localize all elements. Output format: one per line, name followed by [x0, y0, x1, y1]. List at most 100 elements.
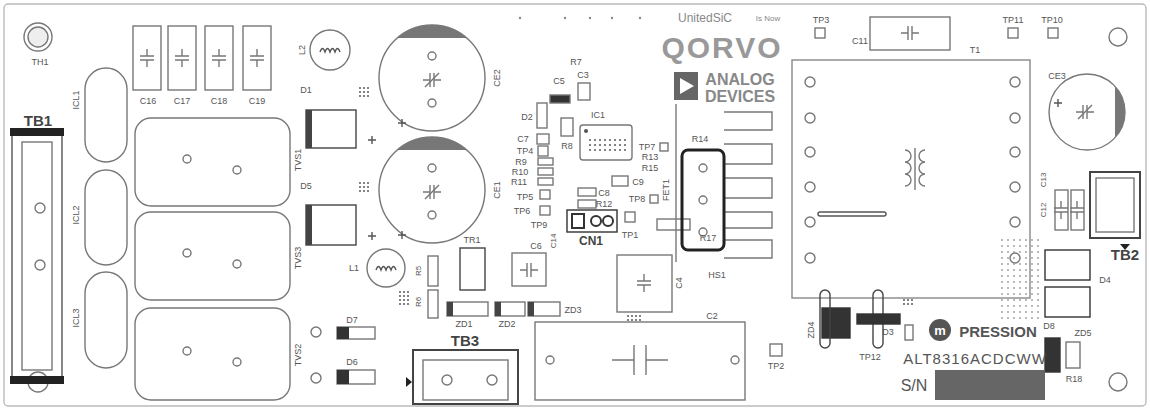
resistor-outline — [428, 290, 438, 318]
diode-band — [447, 302, 453, 316]
part-label: C11 — [852, 37, 868, 46]
capacitor-symbol — [423, 185, 441, 199]
via-dot — [399, 299, 401, 301]
testpoint-outline — [650, 195, 658, 203]
via-dot — [1001, 275, 1003, 277]
logo-text: m — [934, 324, 946, 337]
via-dot — [611, 17, 613, 19]
via-dot — [1037, 245, 1039, 247]
via-dot — [599, 149, 601, 151]
pad-hole — [1010, 182, 1020, 192]
via-dot — [1007, 293, 1009, 295]
logo-text: UnitedSiC — [678, 12, 732, 24]
via-dot — [367, 182, 369, 184]
part-label: L2 — [298, 45, 307, 55]
capacitor-symbol — [140, 49, 154, 67]
via-dot — [1025, 275, 1027, 277]
inrush-limiter — [85, 170, 127, 265]
part-label: FET1 — [662, 179, 671, 201]
resistor-outline — [428, 256, 438, 286]
pad-hole — [546, 356, 554, 364]
part-label: CE3 — [1048, 72, 1066, 81]
pad-hole — [233, 166, 241, 174]
via-dot — [1019, 287, 1021, 289]
part-label: C18 — [211, 97, 228, 106]
pad-hole — [699, 196, 707, 204]
via-dot — [639, 17, 641, 19]
via-dot — [1007, 257, 1009, 259]
part-label: ZD5 — [1074, 329, 1091, 338]
via-dot — [359, 91, 361, 93]
via-dot — [1031, 287, 1033, 289]
pad-hole — [805, 77, 815, 87]
via-dot — [359, 87, 361, 89]
via-dot — [1025, 311, 1027, 313]
pad-hole — [1010, 113, 1020, 123]
part-label: D7 — [346, 316, 358, 325]
resistor-outline — [561, 118, 573, 136]
part-label: IC1 — [591, 111, 605, 120]
via-dot — [403, 291, 405, 293]
diode-band — [337, 327, 349, 339]
thermistor-outline — [24, 23, 52, 51]
via-dot — [594, 149, 596, 151]
pin1-marker — [406, 377, 412, 387]
heatsink-fin — [724, 112, 772, 130]
pad-hole — [233, 260, 241, 268]
via-dot — [1019, 275, 1021, 277]
heatsink-outline — [675, 104, 676, 262]
pad-hole — [183, 155, 191, 163]
part-label: R17 — [700, 234, 717, 243]
via-dot — [624, 144, 626, 146]
slot-outline — [818, 212, 886, 216]
via-dot — [1031, 263, 1033, 265]
capacitor-symbol — [423, 73, 441, 87]
via-dot — [1037, 299, 1039, 301]
mounting-hole — [1109, 28, 1127, 46]
capacitor-symbol — [612, 345, 668, 375]
via-dot — [604, 144, 606, 146]
testpoint-outline — [1048, 28, 1058, 38]
pad-hole — [731, 356, 739, 364]
zener-outline — [822, 308, 850, 338]
via-dot — [363, 190, 365, 192]
via-dot — [627, 319, 629, 321]
via-dot — [399, 303, 401, 305]
via-dot — [1025, 257, 1027, 259]
pad-hole — [805, 217, 815, 227]
via-dot — [1007, 311, 1009, 313]
via-dot — [519, 17, 521, 19]
logo-text: QORVO — [661, 33, 782, 63]
via-dot — [1037, 275, 1039, 277]
via-dot — [589, 144, 591, 146]
via-dot — [1031, 269, 1033, 271]
part-label: R12 — [596, 200, 613, 209]
part-label: C13 — [1040, 173, 1048, 188]
via-dot — [1031, 281, 1033, 283]
via-dot — [1007, 245, 1009, 247]
via-dot — [1001, 305, 1003, 307]
via-dot — [614, 144, 616, 146]
capacitor-symbol — [520, 263, 538, 277]
via-dot — [1007, 305, 1009, 307]
via-dot — [1019, 251, 1021, 253]
mounting-hole — [28, 27, 48, 47]
part-label: C4 — [675, 277, 684, 289]
part-label: TP6 — [514, 207, 531, 216]
capacitor-symbol — [1078, 105, 1092, 119]
via-dot — [367, 91, 369, 93]
via-dot — [1013, 239, 1015, 241]
terminal-hole — [487, 375, 497, 385]
inrush-limiter — [85, 272, 127, 368]
testpoint-outline — [538, 146, 548, 156]
via-dot — [1031, 293, 1033, 295]
zener-outline — [528, 302, 560, 316]
via-dot — [407, 291, 409, 293]
via-dot — [1007, 239, 1009, 241]
via-dot — [907, 303, 909, 305]
capacitor-outline — [243, 26, 271, 90]
resistor-outline — [578, 200, 596, 208]
pad-hole — [311, 373, 321, 383]
via-dot — [399, 291, 401, 293]
pad-hole — [805, 113, 815, 123]
